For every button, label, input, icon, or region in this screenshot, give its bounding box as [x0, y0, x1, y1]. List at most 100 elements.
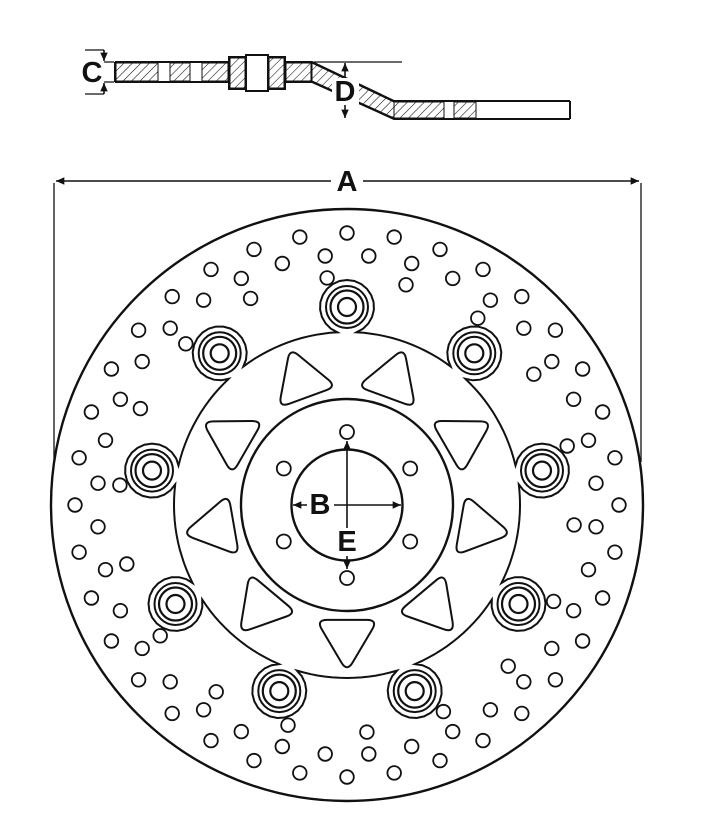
drill-hole: [594, 590, 611, 606]
rivet-section: [245, 54, 269, 92]
band-inner-edge: [124, 278, 570, 720]
drill-hole: [195, 702, 212, 718]
c-extension-lines: [104, 61, 114, 83]
drill-hole: [195, 292, 212, 308]
drill-hole: [83, 590, 100, 606]
drill-hole: [404, 738, 420, 755]
drill-hole: [361, 248, 377, 264]
drill-hole: [607, 450, 623, 466]
bolt-hole: [402, 533, 419, 550]
drill-hole: [203, 261, 219, 278]
drill-hole: [404, 255, 420, 272]
bolt-holes: [275, 424, 419, 586]
drill-hole: [574, 633, 591, 649]
carrier-cutout: [240, 576, 293, 632]
carrier-cutout: [318, 618, 376, 669]
dimension-c: C: [82, 49, 114, 95]
section-hatch-band-3: [201, 62, 229, 82]
hub-circle: [239, 397, 455, 613]
bolt-hole: [339, 424, 355, 440]
drill-hole: [71, 544, 87, 560]
drill-hole: [565, 391, 582, 408]
drill-hole: [242, 290, 259, 307]
drill-hole: [246, 752, 262, 769]
drill-hole: [317, 248, 333, 264]
bolt-hole: [402, 460, 419, 477]
bobbin-section-hatch-left: [229, 57, 246, 89]
drill-hole: [607, 544, 623, 560]
drill-hole: [203, 732, 219, 749]
bobbin-rivet: [404, 680, 425, 702]
drill-hole: [130, 322, 147, 338]
drill-hole: [547, 322, 564, 338]
drill-hole: [611, 497, 627, 513]
drill-hole: [432, 241, 448, 258]
bobbin-rivet: [531, 460, 553, 481]
drill-hole: [233, 270, 250, 287]
drill-hole: [514, 705, 530, 722]
carrier-cutout: [433, 419, 489, 471]
drill-hole: [90, 475, 106, 491]
carrier-cutout: [279, 351, 333, 406]
drill-hole: [292, 229, 308, 245]
c-bracket-lines: [85, 49, 104, 95]
drill-hole: [361, 746, 377, 762]
drill-hole: [67, 497, 83, 513]
bobbin-rivet: [508, 593, 529, 615]
drill-hole: [134, 640, 150, 657]
section-hatch-band-1: [115, 62, 159, 82]
drill-holes: [67, 225, 627, 785]
drill-hole: [319, 270, 335, 286]
drill-hole: [544, 640, 560, 657]
dimension-label-a: A: [337, 166, 358, 198]
bobbin-rivet: [165, 593, 186, 615]
dimension-label-b: B: [310, 489, 331, 521]
drill-hole: [112, 477, 128, 493]
bolt-hole: [275, 533, 292, 550]
drill-hole: [580, 562, 597, 578]
drill-hole: [119, 556, 135, 572]
drill-hole: [178, 336, 194, 352]
drill-hole: [274, 255, 291, 272]
drill-hole: [516, 320, 532, 336]
drill-hole: [246, 241, 262, 258]
drill-hole: [516, 674, 532, 690]
drill-hole: [545, 593, 562, 610]
drill-hole: [71, 450, 87, 466]
drill-hole: [500, 658, 516, 674]
drill-hole: [233, 723, 250, 740]
drill-hole: [134, 353, 150, 370]
drill-hole: [208, 684, 224, 700]
drill-hole: [445, 270, 461, 287]
bobbins: [134, 289, 560, 709]
drill-hole: [164, 288, 180, 305]
drill-hole: [83, 404, 100, 420]
drill-hole: [292, 765, 308, 781]
drill-hole: [152, 628, 168, 644]
bobbin-rivet: [209, 343, 230, 364]
drill-hole: [132, 400, 149, 417]
drill-hole: [588, 475, 604, 491]
drill-hole: [565, 603, 582, 619]
drill-hole: [386, 765, 402, 781]
d-label-bg: [332, 78, 359, 105]
bobbin-section-hatch-right: [268, 57, 285, 89]
section-hatch-flange-1: [393, 101, 445, 119]
drill-hole: [580, 432, 597, 449]
drill-hole: [547, 672, 564, 688]
drill-hole: [482, 292, 499, 308]
b-label-bg: [307, 490, 334, 519]
drill-hole: [103, 633, 120, 649]
drill-hole: [475, 732, 491, 749]
e-label-bg: [333, 528, 361, 556]
drill-hole: [559, 438, 575, 454]
drill-hole: [112, 391, 129, 408]
drill-hole: [162, 320, 178, 336]
drill-hole: [594, 404, 611, 420]
dimension-label-e: E: [337, 526, 356, 558]
drill-hole: [280, 717, 296, 733]
carrier-cutout: [361, 351, 415, 406]
drill-hole: [103, 361, 120, 377]
drill-hole: [339, 769, 355, 785]
drill-hole: [359, 724, 375, 740]
